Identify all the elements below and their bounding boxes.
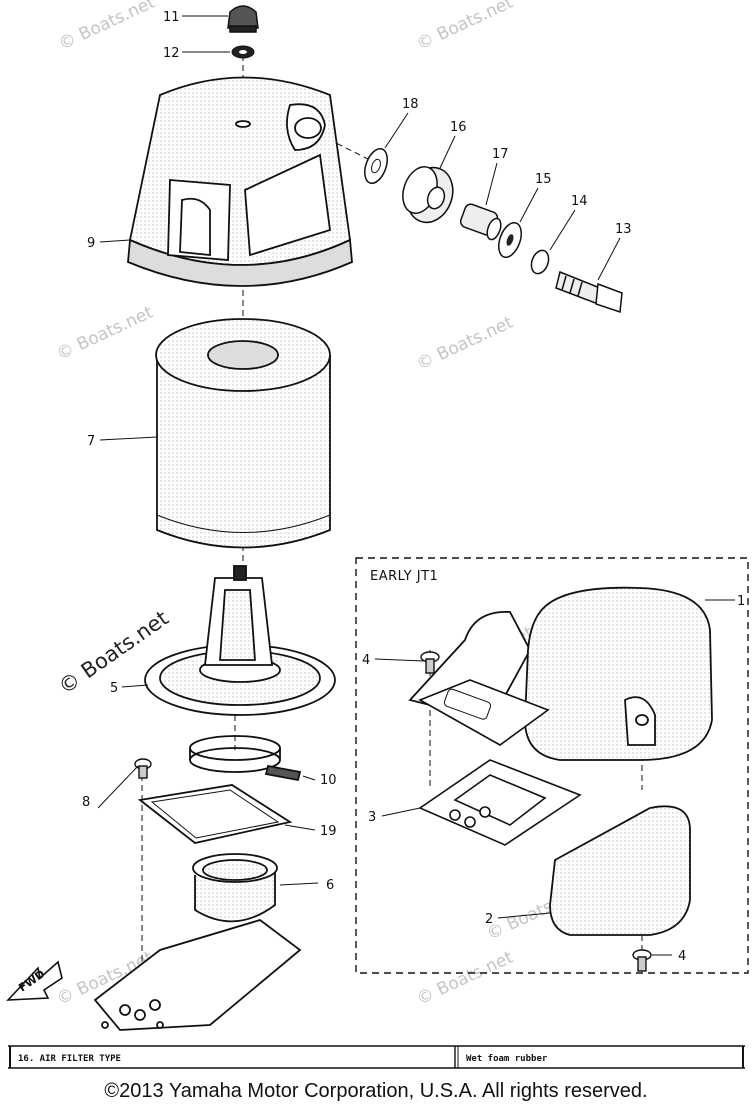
forward-arrow-icon: FWD [6, 960, 63, 1001]
table-row-label: 16. AIR FILTER TYPE [18, 1054, 121, 1064]
early-case-part [408, 586, 713, 761]
callout-4-bottom: 4 [678, 949, 686, 964]
exploded-view-svg: © Boats.net © Boats.net © Boats.net © Bo… [6, 0, 749, 1069]
early-screw-top [420, 651, 440, 674]
bolt-part [555, 270, 623, 314]
gasket-19-part [137, 784, 293, 844]
callout-16: 16 [450, 120, 467, 135]
screw-8-part [134, 758, 152, 779]
callout-1: 1 [737, 594, 745, 609]
table-row-value: Wet foam rubber [466, 1054, 548, 1064]
callout-15: 15 [535, 172, 552, 187]
filter-guide-part [144, 565, 336, 716]
watermark-2: © Boats.net [414, 0, 517, 55]
intake-adapter-part [93, 853, 302, 1031]
callout-4-top: 4 [362, 653, 370, 668]
watermark-1: © Boats.net [56, 0, 159, 55]
inset-label: EARLY JT1 [370, 569, 438, 584]
lock-washer-part [530, 249, 550, 275]
washer-18-part [364, 147, 388, 185]
callout-5: 5 [110, 681, 118, 696]
collar-part [459, 203, 502, 241]
early-jt1-inset: EARLY JT1 [355, 557, 749, 974]
callout-11: 11 [163, 10, 180, 25]
copyright-notice: ©2013 Yamaha Motor Corporation, U.S.A. A… [104, 1080, 648, 1102]
callout-14: 14 [571, 194, 588, 209]
callout-8: 8 [82, 795, 90, 810]
early-gasket-part [418, 759, 582, 846]
callout-6: 6 [326, 878, 334, 893]
leader-lines [97, 15, 735, 956]
callout-7: 7 [87, 434, 95, 449]
callout-10: 10 [320, 773, 337, 788]
callout-12: 12 [163, 46, 180, 61]
early-base-slot [443, 688, 492, 720]
callout-9: 9 [87, 236, 95, 251]
filter-element-part [155, 318, 331, 549]
hose-clamp-part [189, 735, 302, 782]
spec-table: 16. AIR FILTER TYPE Wet foam rubber [8, 1045, 745, 1069]
callout-13: 13 [615, 222, 632, 237]
grommet-part [402, 166, 454, 224]
watermark-3: © Boats.net [54, 302, 157, 364]
early-screw-bottom [632, 949, 652, 972]
watermark-4: © Boats.net [414, 312, 517, 374]
callout-2: 2 [485, 912, 493, 927]
washer-part [231, 45, 255, 59]
callout-19: 19 [320, 824, 337, 839]
washer-15-part [498, 221, 522, 259]
early-foam-element-part [549, 805, 691, 936]
callout-3: 3 [368, 810, 376, 825]
callouts: 11 12 9 18 16 17 15 14 13 7 5 10 8 19 6 … [82, 10, 745, 964]
callout-17: 17 [492, 147, 509, 162]
callout-18: 18 [402, 97, 419, 112]
watermark-7: © Boats.net [414, 947, 517, 1009]
filter-case-part [127, 76, 353, 287]
cap-nut-part [227, 5, 259, 33]
